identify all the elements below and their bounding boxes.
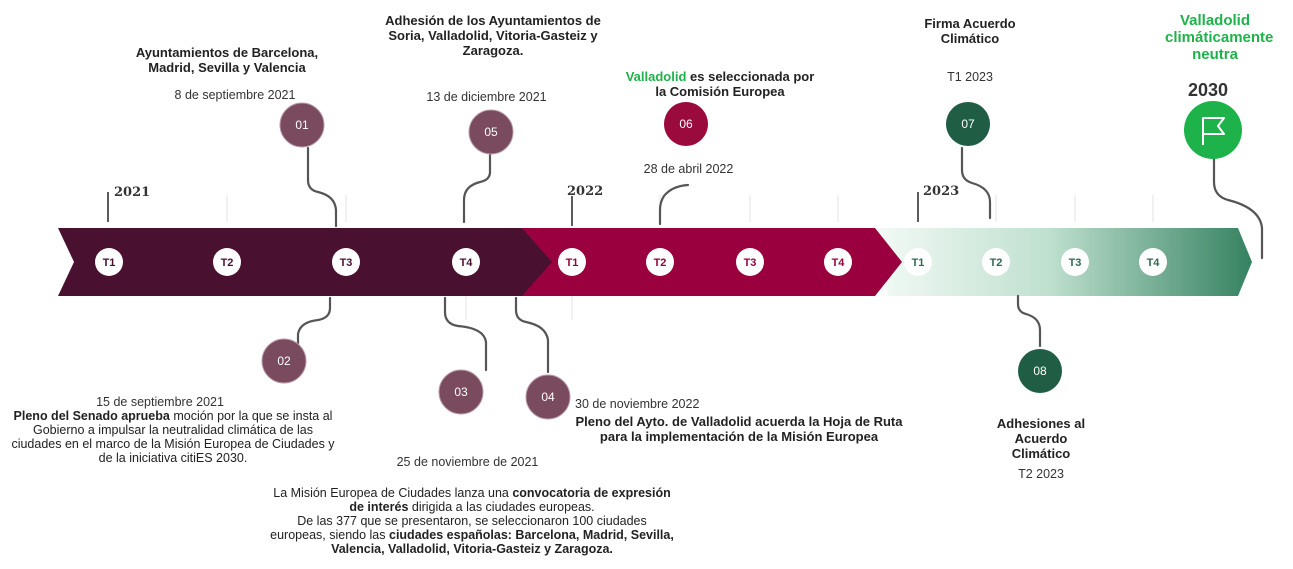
milestone-07-date: T1 2023 bbox=[947, 70, 993, 84]
milestone-06-date: 28 de abril 2022 bbox=[643, 162, 734, 176]
goal-title: Valladolid climáticamente neutra bbox=[1165, 12, 1274, 63]
connector-06 bbox=[658, 183, 690, 226]
milestone-number: 05 bbox=[484, 125, 498, 139]
milestone-03-text3: De las 377 que se presentaron, se selecc… bbox=[270, 514, 647, 542]
milestone-number: 06 bbox=[679, 117, 693, 131]
milestone-02-body: moción por la que se insta al Gobierno a… bbox=[11, 409, 335, 465]
connector-05 bbox=[462, 153, 492, 224]
year-label-2023: 2023 bbox=[923, 184, 960, 199]
goal-year: 2030 bbox=[1188, 80, 1229, 100]
q-2023-t3 bbox=[1061, 248, 1089, 276]
connector-goal bbox=[1212, 156, 1264, 260]
q-2021-t4 bbox=[452, 248, 480, 276]
q-2023-t2 bbox=[982, 248, 1010, 276]
milestone-07-title: Firma Acuerdo Climático bbox=[924, 16, 1016, 46]
q-label: T1 bbox=[103, 257, 116, 269]
milestone-number: 03 bbox=[454, 385, 468, 399]
milestone-03-text: La Misión Europea de Ciudades lanza una … bbox=[268, 486, 676, 556]
milestone-number: 01 bbox=[295, 118, 309, 132]
milestone-04-date: 30 de noviembre 2022 bbox=[575, 397, 700, 411]
year-label-2022: 2022 bbox=[567, 184, 604, 199]
q-label: T3 bbox=[744, 257, 757, 269]
q-2023-t4 bbox=[1139, 248, 1167, 276]
q-2022-t4 bbox=[824, 248, 852, 276]
milestone-08-title: Adhesiones al Acuerdo Climático bbox=[996, 416, 1086, 461]
year-label-2021: 2021 bbox=[114, 185, 151, 200]
q-label: T4 bbox=[832, 257, 846, 269]
milestone-04-title: Pleno del Ayto. de Valladolid acuerda la… bbox=[575, 414, 903, 444]
q-2021-t3 bbox=[332, 248, 360, 276]
milestone-01-circle bbox=[279, 102, 325, 148]
band-2023-tip-mask bbox=[1238, 228, 1262, 296]
q-2021-t1 bbox=[95, 248, 123, 276]
q-label: T3 bbox=[1069, 257, 1082, 269]
milestone-03-bold2: ciudades españolas: Barcelona, Madrid, S… bbox=[331, 528, 674, 556]
milestone-01-date: 8 de septiembre 2021 bbox=[174, 88, 296, 102]
milestone-06-title-green: Valladolid bbox=[625, 69, 687, 84]
goal-circle bbox=[1184, 101, 1242, 159]
milestone-08-circle bbox=[1018, 349, 1062, 393]
milestone-05-circle bbox=[468, 109, 514, 155]
q-2022-t2 bbox=[646, 248, 674, 276]
q-2021-t2 bbox=[213, 248, 241, 276]
milestone-02-date: 15 de septiembre 2021 bbox=[96, 395, 224, 409]
connector-01 bbox=[306, 146, 338, 228]
milestone-06-title: Valladolid es seleccionada por la Comisi… bbox=[620, 69, 820, 99]
q-label: T2 bbox=[990, 257, 1003, 269]
milestone-06-circle bbox=[664, 102, 708, 146]
connectors bbox=[296, 146, 1264, 374]
q-label: T2 bbox=[654, 257, 667, 269]
quarter-gridlines bbox=[226, 195, 1154, 320]
flag-icon bbox=[1202, 117, 1225, 145]
milestone-06-title-rest: es seleccionada por la Comisión Europea bbox=[655, 69, 815, 99]
connector-02 bbox=[296, 296, 332, 347]
q-label: T1 bbox=[912, 257, 925, 269]
milestone-01-title: Ayuntamientos de Barcelona, Madrid, Sevi… bbox=[135, 45, 319, 75]
band-2021 bbox=[58, 228, 552, 296]
milestone-number: 04 bbox=[541, 390, 555, 404]
milestone-07-circle bbox=[946, 102, 990, 146]
milestone-05-date: 13 de diciembre 2021 bbox=[426, 90, 547, 104]
milestone-number: 02 bbox=[277, 354, 291, 368]
milestone-number: 08 bbox=[1033, 364, 1047, 378]
connector-03 bbox=[443, 296, 488, 372]
quarter-markers bbox=[95, 248, 1167, 276]
milestone-02-text: Pleno del Senado aprueba moción por la q… bbox=[8, 409, 338, 465]
milestone-03-text1: La Misión Europea de Ciudades lanza una bbox=[273, 486, 509, 500]
milestone-03-date: 25 de noviembre de 2021 bbox=[396, 455, 539, 469]
q-label: T1 bbox=[566, 257, 579, 269]
milestone-03-circle bbox=[438, 369, 484, 415]
milestone-02-circle bbox=[261, 338, 307, 384]
milestone-03-bold1: convocatoria de expresión de interés bbox=[349, 486, 671, 514]
q-2022-t3 bbox=[736, 248, 764, 276]
q-2023-t1 bbox=[904, 248, 932, 276]
milestone-04-circle bbox=[525, 374, 571, 420]
connector-04 bbox=[514, 296, 550, 374]
connector-07 bbox=[960, 146, 992, 220]
band-2022 bbox=[520, 228, 902, 296]
milestone-05-title: Adhesión de los Ayuntamientos de Soria, … bbox=[385, 13, 601, 58]
milestone-02-bold: Pleno del Senado aprueba bbox=[13, 409, 170, 423]
q-label: T3 bbox=[340, 257, 353, 269]
q-label: T4 bbox=[460, 257, 474, 269]
q-label: T4 bbox=[1147, 257, 1161, 269]
connector-08 bbox=[1016, 294, 1042, 348]
milestone-03-text2: dirigida a las ciudades europeas. bbox=[411, 500, 595, 514]
milestone-08-date: T2 2023 bbox=[1018, 467, 1064, 481]
milestone-number: 07 bbox=[961, 117, 975, 131]
q-label: T2 bbox=[221, 257, 234, 269]
q-2022-t1 bbox=[558, 248, 586, 276]
